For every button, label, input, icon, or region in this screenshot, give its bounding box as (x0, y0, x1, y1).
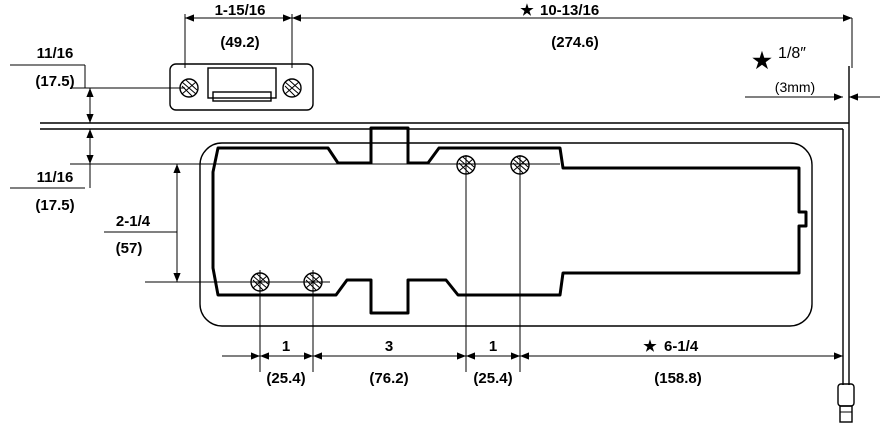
bottom-spacing-2-mm: (76.2) (369, 370, 408, 387)
bottom-spacing-1-mm: (25.4) (266, 370, 305, 387)
gap-mm: (3mm) (775, 79, 815, 95)
pivot-hinge (837, 383, 855, 423)
body-offset-mm: (17.5) (35, 197, 74, 214)
bottom-spacing-4-in: 6-1/4 (664, 338, 699, 355)
hole-vertical-in: 2-1/4 (116, 213, 151, 230)
strike-plate (169, 63, 314, 111)
dimension-labels: 1-15/16 (49.2) ★ 10-13/16 (274.6) 11/16 … (35, 2, 815, 387)
dimension-lines (84, 14, 880, 360)
strike-offset-mm: (17.5) (35, 73, 74, 90)
star-icon: ★ (643, 338, 657, 355)
strike-to-edge-mm: (274.6) (551, 34, 599, 51)
extension-lines (10, 14, 853, 372)
strike-width-in: 1-15/16 (215, 2, 266, 19)
closer-body (199, 126, 813, 327)
bottom-spacing-3-in: 1 (489, 338, 497, 355)
star-icon: ★ (752, 48, 772, 73)
strike-width-mm: (49.2) (220, 34, 259, 51)
screw-icon (282, 78, 302, 98)
body-offset-in: 11/16 (37, 169, 74, 186)
bottom-spacing-1-in: 1 (282, 338, 290, 355)
strike-to-edge-in: 10-13/16 (540, 2, 599, 19)
bottom-spacing-3-mm: (25.4) (473, 370, 512, 387)
bottom-spacing-2-in: 3 (385, 338, 393, 355)
hole-vertical-mm: (57) (116, 240, 143, 257)
strike-offset-in: 11/16 (37, 45, 74, 62)
star-icon: ★ (520, 2, 534, 19)
frame-lines (40, 66, 850, 385)
bottom-spacing-4-mm: (158.8) (654, 370, 702, 387)
gap-in: 1/8″ (778, 45, 806, 62)
